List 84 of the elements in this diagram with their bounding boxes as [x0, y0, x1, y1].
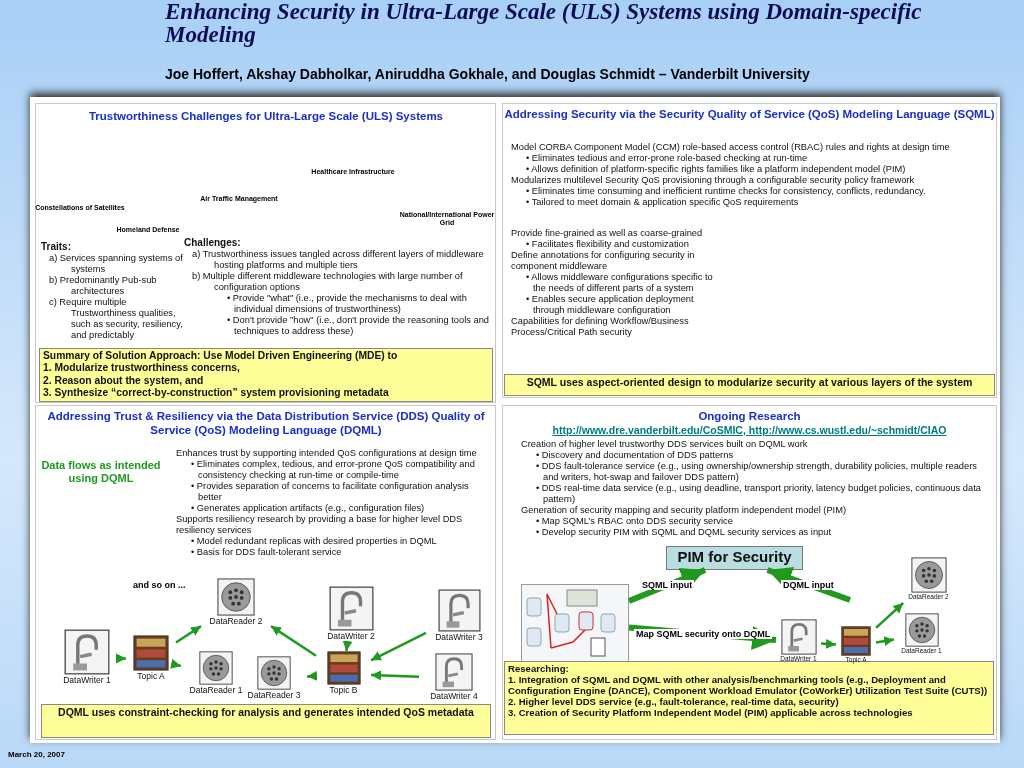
bullet-item: • Map SQML’s RBAC onto DDS security service	[535, 516, 734, 527]
summary-text: DQML uses constraint-checking for analysis and generates intended QoS metadata	[57, 706, 475, 719]
node-label: DataWriter 1	[62, 675, 112, 685]
list-item: c) Require multiple Trustworthiness qualities, such as security, resiliency, and predictably	[48, 297, 184, 341]
bullet-item: • Allows definition of platform-specific rights families like a platform independent model (PIM)	[525, 164, 907, 175]
bullet-item: • Generates application artifacts (e.g., configuration files)	[190, 503, 426, 514]
bullet-item: • Eliminates time consuming and inefficient runtime checks for consistency, conflicts, redundancy.	[525, 186, 927, 197]
arrow	[342, 640, 353, 652]
edge-label: SQML input	[640, 580, 695, 590]
bullet-item: • DDS fault-tolerance service (e.g., using ownership/ownership strength, durability policies, multiple readers and writers, hot-swap and failover DDS pattern)	[535, 461, 978, 483]
summary-text: 2. Higher level DDS service (e.g., fault-tolerance, real-time data, security)	[508, 696, 840, 707]
paragraph: Define annotations for configuring security in component middleware	[511, 250, 696, 272]
panel-heading: Ongoing Research	[697, 410, 802, 424]
summary-text: SQML uses aspect-oriented design to modularize security at various layers of the system	[525, 376, 974, 389]
node-label: DataWriter 2	[326, 631, 376, 641]
summary-text: Researching:	[508, 663, 570, 674]
bullet-item: • Eliminates tedious and error-prone role-based checking at run-time	[525, 153, 809, 164]
arrow	[370, 670, 420, 681]
node-label: DataReader 3	[246, 690, 302, 700]
panel-heading: Addressing Trust & Resiliency via the Data Distribution Service (DDS) Quality of Service (QoS) Modeling Language (DQML)	[46, 410, 486, 437]
edge-label: DQML input	[781, 580, 836, 590]
node-label: DataWriter 4	[429, 691, 479, 701]
arrow	[306, 670, 318, 681]
bullet-item: • Model redundant replicas with desired properties in DQML	[190, 536, 438, 547]
arrow	[875, 602, 905, 629]
arrow	[627, 567, 707, 604]
caption-text: and so on ...	[133, 580, 187, 590]
bullet-item: • Eliminates complex, tedious, and error-prone QoS compatibility and consistency checking at run-time or compile-time	[190, 459, 476, 481]
node-label: DataWriter 3	[434, 632, 484, 642]
bullet-item: • Provide "what" (i.e., provide the mechanisms to deal with individual dimensions of trustworthiness)	[226, 293, 468, 315]
author-line: Joe Hoffert, Akshay Dabholkar, Aniruddha Gokhale, and Douglas Schmidt – Vanderbilt University	[165, 66, 811, 82]
bullet-item: • Enables secure application deployment through middleware configuration	[525, 294, 695, 316]
node-label: DataReader 1	[188, 685, 244, 695]
paragraph: Modularizes multilevel Security QoS provisioning through a configurable security policy framework	[511, 175, 916, 186]
bullet-item: • Facilitates flexibility and customization	[525, 239, 690, 250]
title-box: PIM for Security	[666, 546, 803, 570]
bullet-item: • Tailored to meet domain & application specific QoS requirements	[525, 197, 800, 208]
paragraph: Generation of security mapping and security platform independent model (PIM)	[521, 505, 848, 516]
arrow	[820, 638, 837, 649]
summary-text: 1. Modularize trustworthiness concerns,	[43, 362, 241, 375]
panel	[502, 103, 997, 398]
edge-label: Map SQML security onto DQML	[634, 629, 773, 639]
arrow	[766, 566, 852, 603]
paragraph: Model CORBA Component Model (CCM) role-based access control (RBAC) rules and rights at design time	[511, 142, 951, 153]
bullet-item: • Discovery and documentation of DDS patterns	[535, 450, 735, 461]
paragraph: Creation of higher level trustworthy DDS services built on DQML work	[521, 439, 809, 450]
arrow	[270, 625, 317, 657]
date-text: March 20, 2007	[8, 750, 66, 759]
panel-heading: Addressing Security via the Security Quality of Service (QoS) Modeling Language (SQML)	[503, 108, 996, 122]
node-label: Topic B	[328, 685, 359, 695]
arrow	[175, 625, 202, 644]
node-label: Topic A	[136, 671, 166, 681]
poster-title: Enhancing Security in Ultra-Large Scale (ULS) Systems using Domain-specific Modeling	[165, 0, 923, 46]
caption-text: Data flows as intended using DQML	[40, 459, 162, 485]
link-text: http://www.dre.vanderbilt.edu/CoSMIC, http://www.cs.wustl.edu/~schmidt/CIAO	[551, 423, 948, 436]
summary-text: 3. Creation of Security Platform Independent Model (PIM) applicable across technologies	[508, 707, 914, 718]
list-item: b) Multiple different middleware technologies with large number of configuration options	[191, 271, 464, 293]
panel	[502, 405, 997, 740]
paragraph: Provide fine-grained as well as coarse-grained	[511, 228, 704, 239]
paragraph: Enhances trust by supporting intended QoS configurations at design time	[176, 448, 478, 459]
arrow	[875, 636, 895, 647]
bullet-item: • Develop security PIM with SQML and DQML security services as input	[535, 527, 832, 538]
node-label: DataReader 2	[208, 616, 264, 626]
paragraph: Supports resiliency research by providing a base for higher level DDS resiliency services	[176, 514, 464, 536]
paragraph: Capabilities for defining Workflow/Business Process/Critical Path security	[511, 316, 690, 338]
summary-box	[39, 348, 493, 402]
arrow	[370, 631, 427, 662]
summary-box	[41, 704, 491, 738]
bullet-item: • Provides separation of concerns to facilitate configuration analysis better	[190, 481, 470, 503]
arrow	[170, 658, 182, 669]
panel	[35, 405, 496, 740]
bullet-item: • Don't provide "how" (i.e., don't provide the reasoning tools and techniques to address these)	[226, 315, 490, 337]
bullet-item: • DDS real-time data service (e.g., using deadline, transport priority, latency budget policies, continuous data pattern)	[535, 483, 982, 505]
bullet-item: • Basis for DDS fault-tolerant service	[190, 547, 343, 558]
panel-heading: Trustworthiness Challenges for Ultra-Large Scale (ULS) Systems	[87, 110, 444, 124]
summary-text: 2. Reason about the system, and	[43, 374, 205, 388]
summary-box	[504, 374, 995, 396]
bullet-item: • Allows middleware configurations specific to the needs of different parts of a system	[525, 272, 714, 294]
summary-text: 1. Integration of SQML and DQML with other analysis/benchmarking tools (e.g., Deployment and Configuration Engine (DAnCE), Component Workload Emulator (CoWorkEr) Utilization Test Suite (CUTS))	[508, 674, 989, 696]
summary-text: 3. Synthesize “correct-by-construction” system provisioning metadata	[43, 387, 390, 400]
list-heading: Challenges:	[184, 237, 242, 249]
panel	[35, 103, 496, 403]
arrow	[115, 653, 126, 664]
summary-text: Summary of Solution Approach: Use Model Driven Engineering (MDE) to	[43, 350, 399, 363]
